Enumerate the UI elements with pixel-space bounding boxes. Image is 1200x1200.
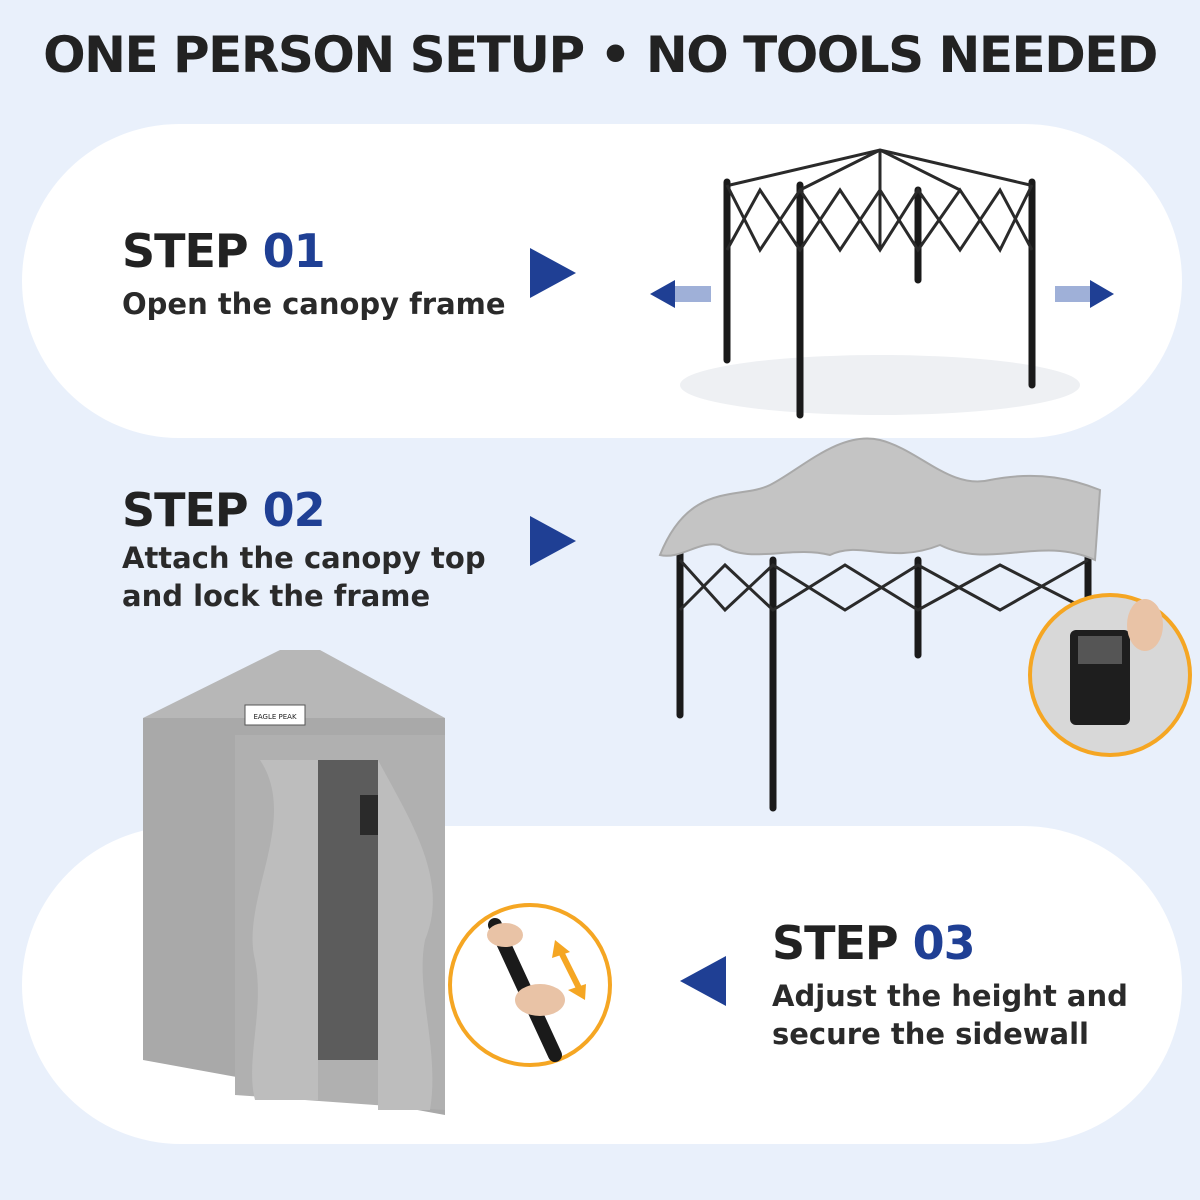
step-1-triangle-icon: [530, 248, 576, 298]
expand-left-arrow-icon: [650, 280, 711, 308]
tent-left-curtain: [252, 760, 318, 1100]
step-2-heading: STEP 02: [122, 483, 326, 537]
step-3-triangle-icon: [680, 956, 726, 1006]
step-3-description-line2: secure the sidewall: [772, 1017, 1089, 1051]
step-2-word: STEP: [122, 483, 249, 537]
step-3-description-line1: Adjust the height and: [772, 979, 1128, 1013]
height-adjust-inset: [448, 903, 612, 1067]
step-2-description-line1: Attach the canopy top: [122, 541, 486, 575]
adjust-double-arrow-icon: [552, 940, 586, 1000]
brand-logo: [244, 704, 306, 726]
tent-right-curtain: [378, 760, 433, 1110]
expand-right-arrow-icon: [1055, 280, 1114, 308]
step-1-number: 01: [262, 224, 326, 278]
step-1-word: STEP: [122, 224, 249, 278]
velcro-detail-inset: [1028, 593, 1192, 757]
canopy-truss: [678, 558, 1089, 613]
step-2-description-line2: and lock the frame: [122, 579, 431, 613]
step-1-description: Open the canopy frame: [122, 287, 506, 321]
frame-shadow: [680, 355, 1080, 415]
canopy-fabric: [658, 437, 1102, 562]
step-1-heading: STEP 01: [122, 224, 326, 278]
step-2-triangle-icon: [530, 516, 576, 566]
step-3-number: 03: [912, 916, 976, 970]
step-3-heading: STEP 03: [772, 916, 976, 970]
step-3-word: STEP: [772, 916, 899, 970]
frame-truss: [725, 148, 1034, 253]
page-headline: ONE PERSON SETUP • NO TOOLS NEEDED: [43, 26, 1158, 84]
step-2-number: 02: [262, 483, 326, 537]
brand-logo-text: EAGLE PEAK: [253, 713, 296, 721]
frame-legs: [723, 178, 1036, 419]
